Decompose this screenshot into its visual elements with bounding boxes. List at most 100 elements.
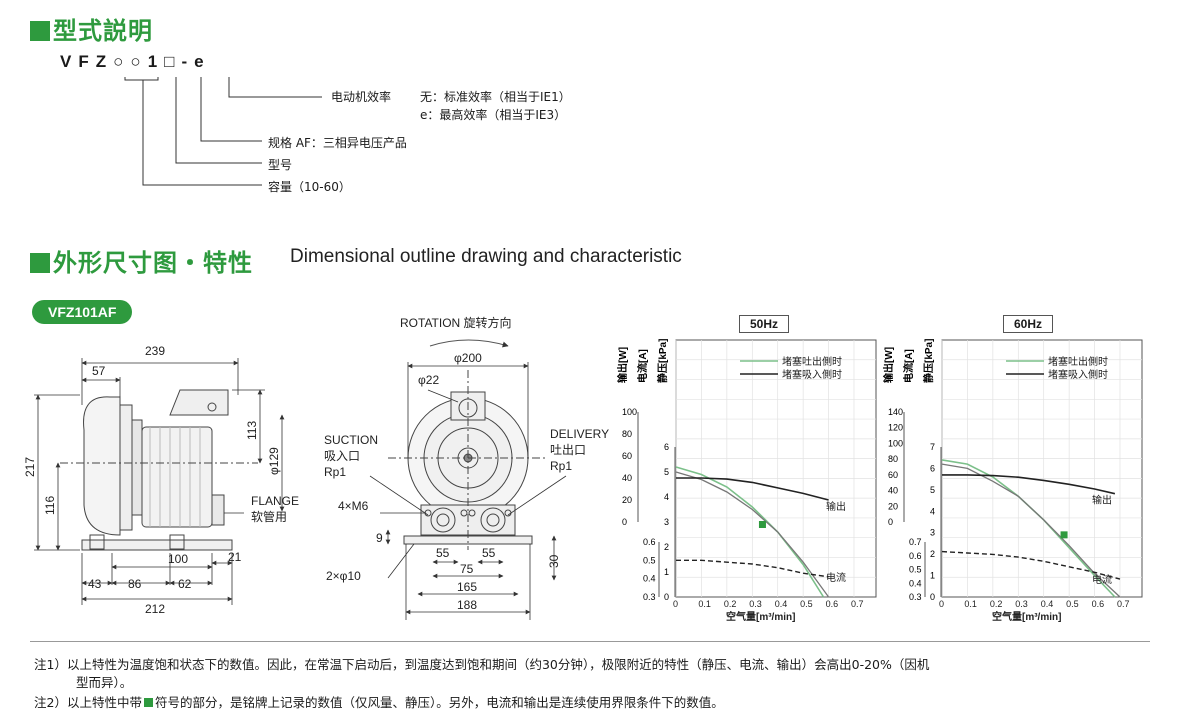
output-tick-label: 100 bbox=[888, 438, 903, 448]
dim-86: 86 bbox=[128, 577, 142, 591]
x-tick-label: 0.3 bbox=[749, 599, 762, 609]
x-tick-label: 0 bbox=[673, 599, 678, 609]
x-tick-label: 0.5 bbox=[800, 599, 813, 609]
pressure-axis-label: 静压[kPa] bbox=[656, 339, 669, 383]
rotation-label: ROTATION 旋转方向 bbox=[400, 315, 512, 330]
dim-239: 239 bbox=[145, 344, 165, 358]
dim-113: 113 bbox=[245, 421, 259, 440]
pressure-tick-label: 6 bbox=[930, 463, 935, 473]
current-curve-label: 电流 bbox=[1092, 573, 1112, 586]
pressure-tick-label: 5 bbox=[664, 467, 669, 477]
current-tick-label: 0.4 bbox=[909, 578, 922, 588]
pressure-tick-label: 2 bbox=[664, 542, 669, 552]
model-section-title: 型式説明 bbox=[30, 11, 153, 46]
legend-capacity: 容量（10-60） bbox=[268, 180, 351, 194]
output-tick-label: 40 bbox=[888, 486, 898, 496]
output-tick-label: 20 bbox=[888, 501, 898, 511]
outline-section-title: 外形尺寸图・特性 bbox=[30, 243, 253, 278]
x-tick-label: 0.2 bbox=[724, 599, 737, 609]
curve-blocked-suction bbox=[941, 463, 1121, 598]
rated-point-marker bbox=[1060, 531, 1068, 539]
dim-217: 217 bbox=[23, 457, 37, 477]
dim-62: 62 bbox=[178, 577, 192, 591]
current-axis-label: 电流[A] bbox=[636, 349, 649, 383]
note-2-part-1: 注2）以上特性中带 bbox=[34, 695, 142, 710]
current-curve-label: 电流 bbox=[826, 571, 846, 584]
curve-current bbox=[676, 559, 829, 578]
output-tick-label: 20 bbox=[622, 495, 632, 505]
note-2: 注2）以上特性中带符号的部分，是铭牌上记录的数值（仅风量、静压）。另外，电流和输… bbox=[34, 692, 724, 711]
pressure-tick-label: 6 bbox=[664, 442, 669, 452]
side-view-drawing: 239 57 217 116 113 φ129 FLANGE 软管用 100 2… bbox=[23, 344, 299, 616]
pressure-tick-label: 7 bbox=[930, 442, 935, 452]
dim-21: 21 bbox=[228, 550, 242, 564]
curve-blocked-delivery bbox=[675, 466, 825, 598]
legend-blocked-delivery: 堵塞吐出側时 bbox=[782, 355, 842, 368]
dim-4xm6: 4×M6 bbox=[338, 499, 369, 513]
current-tick-label: 0.5 bbox=[909, 565, 922, 575]
legend-spec: 规格 AF：三相异电压产品 bbox=[268, 136, 407, 150]
current-tick-label: 0.7 bbox=[909, 537, 922, 547]
x-tick-label: 0.6 bbox=[1092, 599, 1105, 609]
front-view-drawing: ROTATION 旋转方向 φ200 φ22 SUCTION 吸入口 Rp1 D… bbox=[324, 315, 609, 620]
curve-output bbox=[942, 474, 1116, 495]
pressure-tick-label: 1 bbox=[930, 571, 935, 581]
pressure-tick-label: 0 bbox=[930, 592, 935, 602]
legend-efficiency-high: e：最高效率（相当于IE3） bbox=[420, 108, 567, 122]
chart-50hz-freq: 50Hz bbox=[739, 315, 790, 333]
current-tick-label: 0.4 bbox=[643, 574, 656, 584]
dim-55-right: 55 bbox=[482, 546, 496, 560]
suction-label: SUCTION bbox=[324, 433, 378, 447]
suction-rp1: Rp1 bbox=[324, 465, 346, 479]
x-tick-label: 0.7 bbox=[851, 599, 864, 609]
dim-phi200: φ200 bbox=[454, 351, 482, 365]
pressure-tick-label: 4 bbox=[664, 492, 669, 502]
pressure-tick-label: 3 bbox=[930, 528, 935, 538]
pressure-axis-label: 静压[kPa] bbox=[922, 339, 935, 383]
x-axis-label: 空气量[m³/min] bbox=[992, 610, 1061, 623]
pressure-tick-label: 1 bbox=[664, 567, 669, 577]
section-marker-icon bbox=[30, 253, 50, 273]
current-tick-label: 0.6 bbox=[909, 551, 922, 561]
x-tick-label: 0.2 bbox=[990, 599, 1003, 609]
dim-9: 9 bbox=[376, 531, 383, 545]
x-tick-label: 0.1 bbox=[698, 599, 711, 609]
dim-57: 57 bbox=[92, 364, 106, 378]
suction-cn-label: 吸入口 bbox=[324, 449, 360, 463]
legend-type: 型号 bbox=[268, 158, 293, 172]
chart-60hz-freq: 60Hz bbox=[1003, 315, 1054, 333]
pressure-tick-label: 3 bbox=[664, 517, 669, 527]
dim-116: 116 bbox=[43, 496, 57, 515]
flange-hose-label: 软管用 bbox=[251, 509, 287, 524]
flange-label: FLANGE bbox=[251, 494, 299, 508]
output-tick-label: 100 bbox=[622, 407, 637, 417]
curve-current bbox=[941, 550, 1121, 580]
dim-212: 212 bbox=[145, 602, 165, 616]
legend-blocked-delivery: 堵塞吐出側时 bbox=[1048, 355, 1108, 368]
output-tick-label: 80 bbox=[888, 454, 898, 464]
x-tick-label: 0.6 bbox=[826, 599, 839, 609]
model-code-leader-lines bbox=[124, 77, 322, 186]
dim-43: 43 bbox=[88, 577, 102, 591]
output-curve-label: 输出 bbox=[826, 500, 846, 513]
delivery-cn-label: 吐出口 bbox=[550, 443, 586, 457]
output-tick-label: 0 bbox=[888, 517, 893, 527]
legend-efficiency-std: 无：标准效率（相当于IE1） bbox=[420, 90, 571, 104]
rated-point-marker bbox=[758, 521, 766, 528]
outline-section-subtitle: Dimensional outline drawing and characte… bbox=[290, 246, 682, 267]
dim-100: 100 bbox=[168, 552, 188, 566]
section-marker-icon bbox=[30, 21, 50, 41]
model-badge: VFZ101AF bbox=[32, 300, 133, 324]
dim-55-left: 55 bbox=[436, 546, 450, 560]
output-tick-label: 60 bbox=[888, 470, 898, 480]
current-tick-label: 0.5 bbox=[643, 555, 656, 565]
dim-phi22: φ22 bbox=[418, 373, 439, 387]
output-tick-label: 80 bbox=[622, 429, 632, 439]
note-2-part-2: 符号的部分，是铭牌上记录的数值（仅风量、静压）。另外，电流和输出是连续使用界限条… bbox=[154, 695, 724, 710]
x-tick-label: 0.1 bbox=[964, 599, 977, 609]
output-axis-label: 输出[W] bbox=[882, 347, 895, 383]
model-code: VFZ○○1□-e bbox=[60, 52, 211, 71]
current-tick-label: 0.3 bbox=[909, 592, 922, 602]
output-tick-label: 140 bbox=[888, 407, 903, 417]
legend-blocked-suction: 堵塞吸入側时 bbox=[1048, 368, 1108, 381]
